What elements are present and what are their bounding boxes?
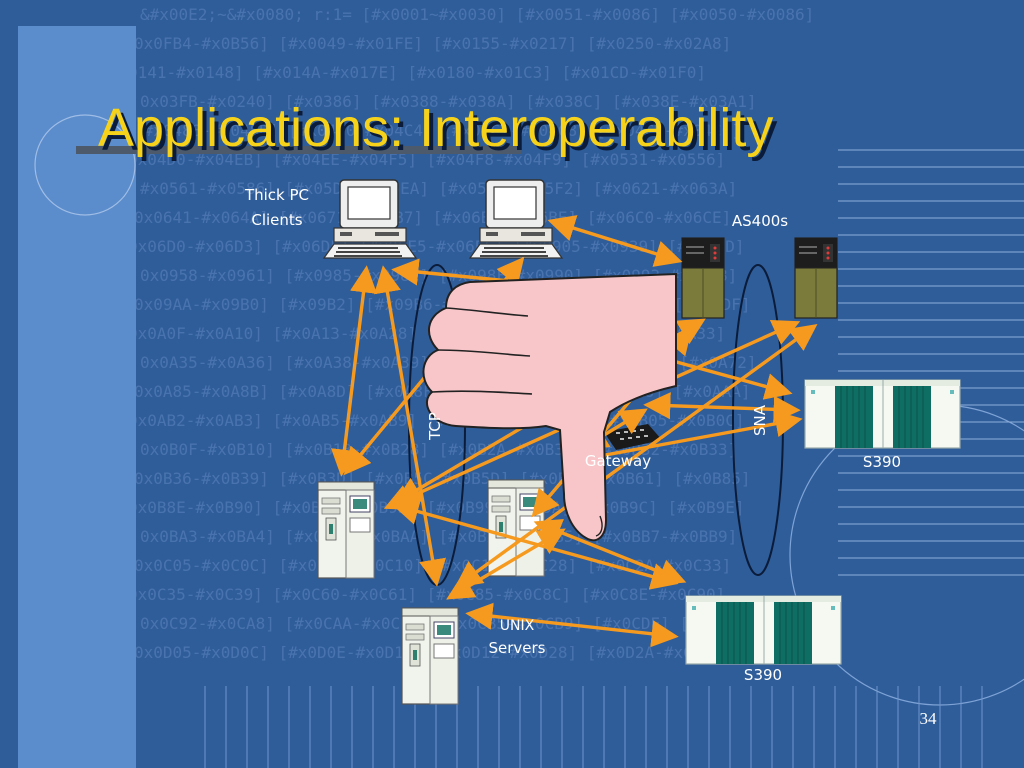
- as400-1: [681, 237, 725, 319]
- decorative-vertical-lines: [204, 686, 983, 768]
- background-code-line: #x0561-#x0586] [#x05D0-#x05EA] [#x05F0-#…: [140, 179, 737, 198]
- label-clients: Clients: [251, 211, 302, 229]
- s390-mainframe-bottom: [685, 595, 842, 665]
- label-thick-pc: Thick PC: [244, 186, 309, 204]
- background-code-line: &#x00E2;~&#x0080; r:1= [#x0001~#x0030] […: [140, 5, 814, 24]
- s390-mainframe-top: [804, 379, 961, 449]
- pc-client-1: [323, 179, 417, 259]
- label-servers: Servers: [488, 639, 545, 657]
- label-sna: SNA: [751, 404, 769, 436]
- decorative-circle: [34, 114, 136, 216]
- background-code-line: 0x04D0-#x04EB] [#x04EE-#x04F5] [#x04F8-#…: [128, 150, 725, 169]
- background-code-line: 0x0C35-#x0C39] [#x0C60-#x0C61] [#x0C85-#…: [128, 585, 725, 604]
- label-s390-top: S390: [863, 453, 901, 471]
- unix-server-3: [401, 607, 459, 705]
- label-tcp: TCP: [426, 412, 444, 441]
- background-code-line: 0141-#x0148] [#x014A-#x017E] [#x0180-#x0…: [128, 63, 706, 82]
- as400-2: [794, 237, 838, 319]
- slide-title-shadow: Applications: Interoperability: [102, 102, 777, 162]
- background-code-line: 0x03FB-#x0240] [#x0386] [#x0388-#x038A] …: [140, 92, 757, 111]
- background-code-line: 0x0FB4-#x0B56] [#x0049-#x01FE] [#x0155-#…: [134, 34, 731, 53]
- background-code-line: [#x0488-#x048D] [#x0490-#x04C4] [#x04C7-…: [134, 121, 741, 140]
- pc-client-2: [469, 179, 563, 259]
- unix-server-1: [317, 481, 375, 579]
- label-gateway: Gateway: [585, 452, 651, 470]
- label-unix: UNIX: [500, 618, 535, 634]
- page-number: 34: [920, 709, 938, 728]
- title-underline: [76, 146, 521, 154]
- slide-title: Applications: Interoperability: [98, 98, 773, 158]
- label-as400s: AS400s: [732, 212, 788, 230]
- thumbs-down-icon: [422, 272, 677, 542]
- label-s390-bottom: S390: [744, 666, 782, 684]
